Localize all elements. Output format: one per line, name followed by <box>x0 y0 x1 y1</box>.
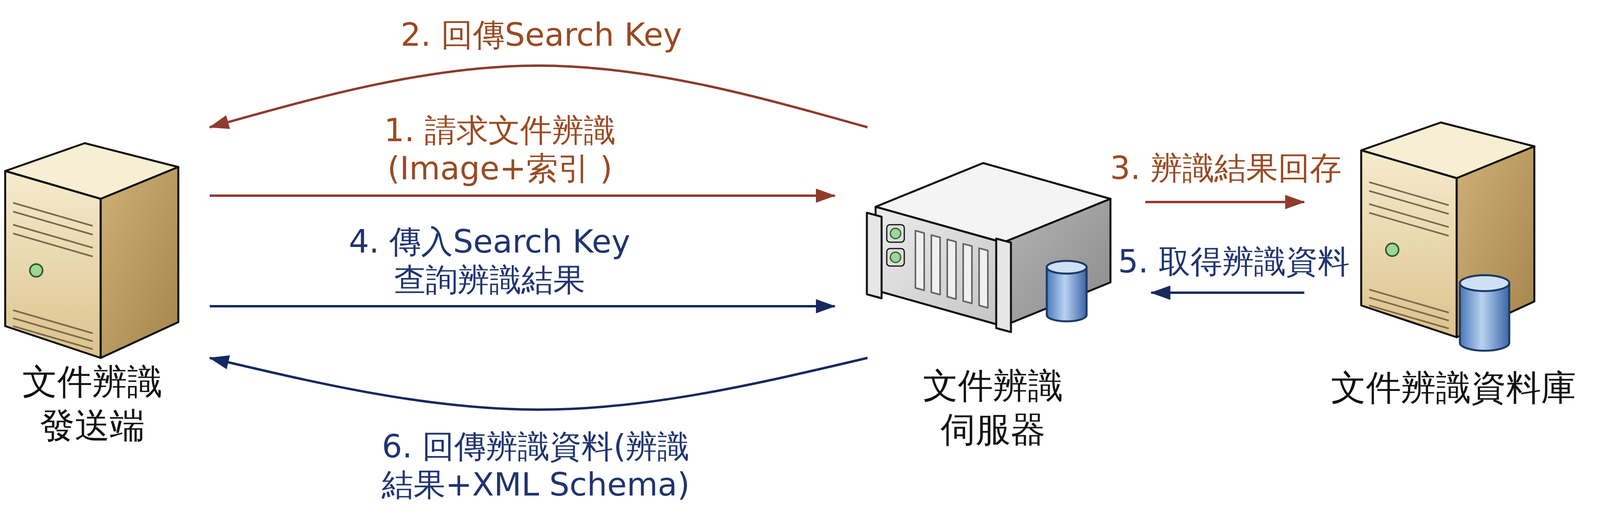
sender-tower <box>5 143 179 359</box>
flow-label: 4. 傳入Search Key 查詢辨識結果 <box>344 222 635 300</box>
rack-server <box>866 163 1111 333</box>
database-cylinder <box>1459 275 1510 352</box>
node-caption: 文件辨識 發送端 <box>19 360 166 448</box>
flow-arrow <box>209 194 836 198</box>
node-caption: 文件辨識資料庫 <box>1328 366 1579 410</box>
server-node: 文件辨識 伺服器 <box>870 161 1116 452</box>
server-node: 文件辨識 發送端 <box>4 143 180 448</box>
flow-arrow <box>1145 200 1305 204</box>
flow-label: 6. 回傳辨識資料(辨識 結果+XML Schema) <box>377 427 695 505</box>
flow-label: 2. 回傳Search Key <box>396 15 687 55</box>
flow-arrow <box>209 305 836 308</box>
flow-label: 1. 請求文件辨識 (Image+索引 ) <box>379 111 621 188</box>
flow-label: 5. 取得辨識資料 <box>1113 242 1355 281</box>
node-caption: 文件辨識 伺服器 <box>920 364 1066 452</box>
flow-arrow <box>1151 291 1305 295</box>
flow-arrow <box>209 358 868 410</box>
server-cylinder <box>1046 261 1087 322</box>
flow-label: 3. 辨識結果回存 <box>1105 149 1347 188</box>
server-node: 文件辨識資料庫 <box>1324 121 1583 410</box>
